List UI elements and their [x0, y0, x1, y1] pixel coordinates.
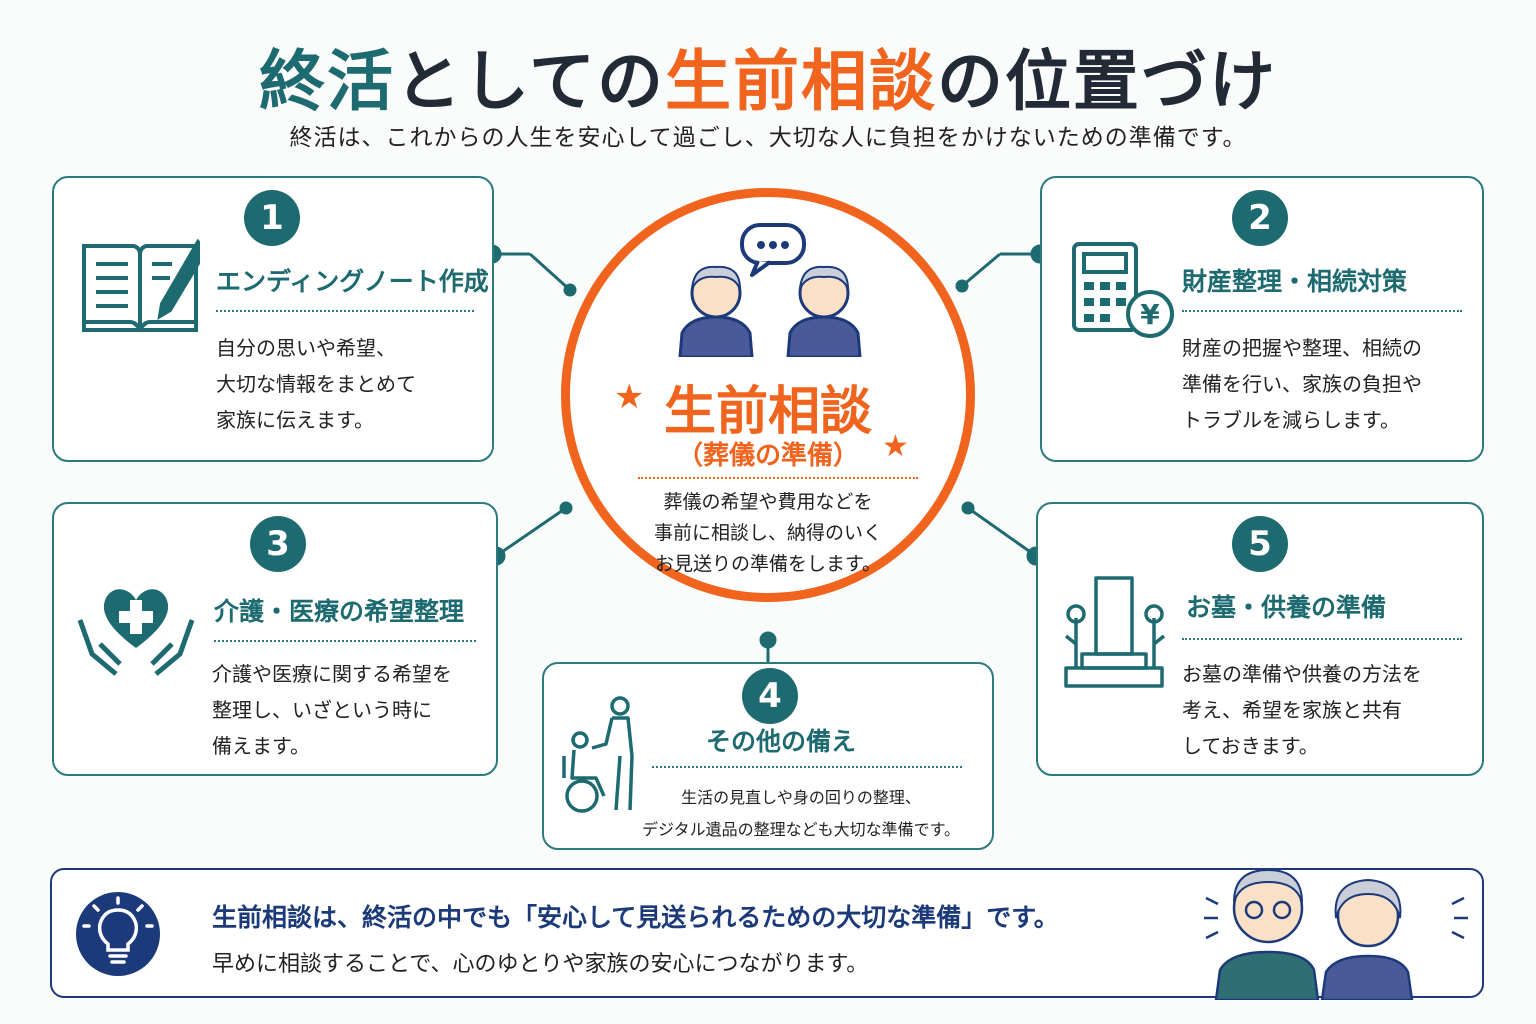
- center-circle-pre-consultation: ★ 生前相談 （葬儀の準備） ★ 葬儀の希望や費用などを 事前に相談し、納得のい…: [561, 188, 975, 602]
- center-title: 生前相談: [663, 382, 872, 442]
- card-grave-memorial: 5 お墓・供養の準備 お墓の準備や供養の方法を 考え、希望を家族と共有 しておき…: [1036, 502, 1484, 776]
- card-asset-inheritance: 2 ¥ 財産整理・相続対策 財産の把握や整理、相続の 準備を行い、家族の負担や …: [1040, 176, 1484, 462]
- notebook-pen-icon: [82, 238, 200, 332]
- center-body: 葬儀の希望や費用などを 事前に相談し、納得のいく お見送りの準備をします。: [653, 491, 882, 575]
- card-number: 3: [250, 516, 306, 572]
- card-divider: [214, 640, 476, 642]
- card-ending-note: 1 エンディングノート作成 自分の思いや希望、 大切な情報をまとめて 家族に伝え…: [52, 176, 494, 462]
- card-number: 5: [1232, 516, 1288, 572]
- card-title: エンディングノート作成: [216, 267, 489, 296]
- consultation-people-icon: [678, 223, 862, 357]
- card-number: 4: [742, 668, 798, 724]
- card-other-preparations: 4 その他の備え 生活の見直しや身の回りの整理、 デジタル遺品の整理なども大切な…: [542, 662, 994, 850]
- center-subtitle: （葬儀の準備）: [676, 441, 859, 471]
- card-body: お墓の準備や供養の方法を 考え、希望を家族と共有 しておきます。: [1182, 662, 1422, 758]
- card-title: その他の備え: [706, 727, 857, 756]
- svg-text:¥: ¥: [1140, 298, 1160, 331]
- heart-hands-icon: [77, 589, 195, 676]
- card-body: 介護や医療に関する希望を 整理し、いざという時に 備えます。: [212, 662, 452, 758]
- page-subtitle: 終活は、これからの人生を安心して過ごし、大切な人に負担をかけないための準備です。: [289, 125, 1247, 151]
- card-divider: [1182, 638, 1462, 640]
- card-body: 生活の見直しや身の回りの整理、 デジタル遺品の整理なども大切な準備です。: [641, 788, 961, 839]
- page-title: 終活としての生前相談の位置づけ: [258, 43, 1278, 120]
- star-icon: ★: [882, 429, 909, 464]
- card-title: 財産整理・相続対策: [1182, 267, 1408, 296]
- card-title: 介護・医療の希望整理: [214, 597, 465, 626]
- card-divider: [1182, 310, 1462, 312]
- lightbulb-icon: [76, 892, 160, 976]
- center-divider: [638, 477, 918, 479]
- card-title: お墓・供養の準備: [1186, 593, 1387, 622]
- card-divider: [216, 310, 474, 312]
- card-number: 1: [244, 190, 300, 246]
- card-divider: [652, 766, 962, 768]
- calculator-yen-icon: ¥: [1072, 242, 1174, 338]
- elderly-couple-icon: [1204, 868, 1468, 1000]
- card-body: 自分の思いや希望、 大切な情報をまとめて 家族に伝えます。: [216, 336, 416, 432]
- grave-flowers-icon: [1064, 576, 1166, 688]
- footer-line-2: 早めに相談することで、心のゆとりや家族の安心につながります。: [212, 952, 869, 977]
- wheelchair-care-icon: [562, 696, 634, 813]
- card-body: 財産の把握や整理、相続の 準備を行い、家族の負担や トラブルを減らします。: [1182, 336, 1422, 432]
- card-care-medical: 3 介護・医療の希望整理 介護や医療に関する希望を 整理し、いざという時に 備え…: [52, 502, 498, 776]
- card-number: 2: [1232, 190, 1288, 246]
- footer-line-1: 生前相談は、終活の中でも「安心して見送られるための大切な準備」です。: [212, 903, 1059, 932]
- star-icon: ★: [614, 377, 645, 417]
- footer-note: 生前相談は、終活の中でも「安心して見送られるための大切な準備」です。 早めに相談…: [50, 868, 1484, 1000]
